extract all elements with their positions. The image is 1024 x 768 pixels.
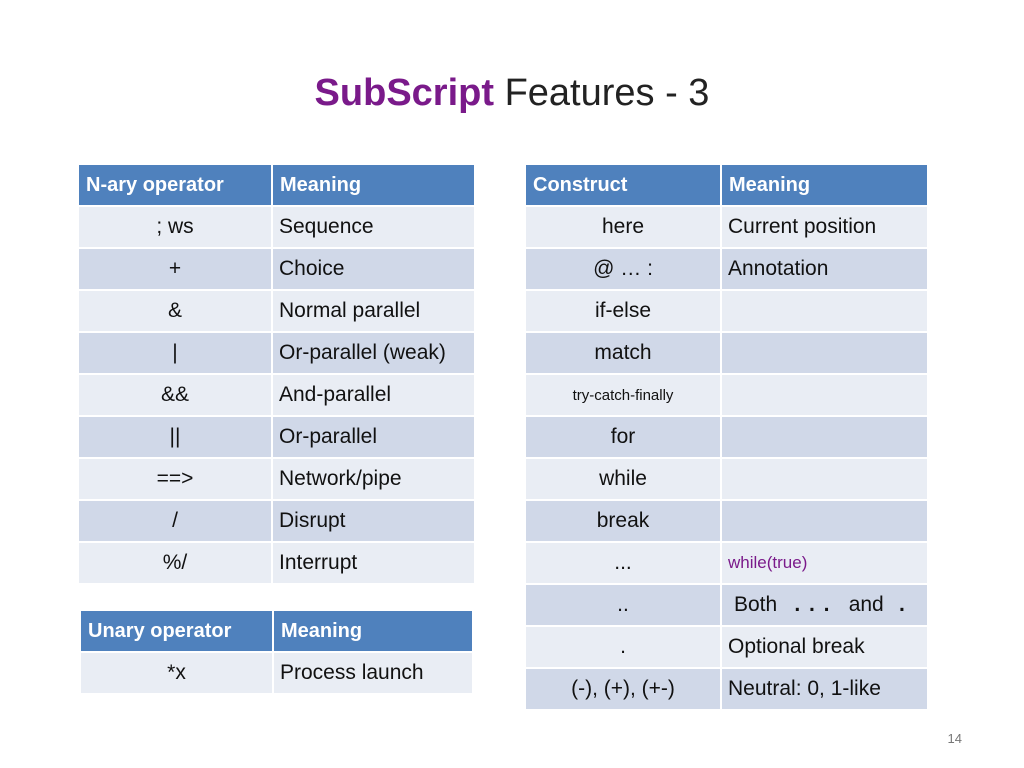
table-row: if-else	[524, 289, 929, 333]
construct-cell: ..	[524, 583, 722, 627]
operator-cell: &&	[77, 373, 273, 417]
table-row: + Choice	[77, 247, 476, 291]
meaning-cell: Process launch	[272, 651, 474, 695]
table-row: try-catch-finally	[524, 373, 929, 417]
construct-cell: while	[524, 457, 722, 501]
construct-neutral-minus: (-)	[571, 677, 593, 700]
table-row: here Current position	[524, 205, 929, 249]
operator-cell: ==>	[77, 457, 273, 501]
construct-cell: try-catch-finally	[524, 373, 722, 417]
separator: ,	[592, 677, 604, 700]
header-meaning: Meaning	[720, 163, 929, 207]
table-row: for	[524, 415, 929, 459]
table-row: . Optional break	[524, 625, 929, 669]
table-row: (-), (+), (+-) Neutral: 0, 1-like	[524, 667, 929, 711]
header-meaning: Meaning	[271, 163, 476, 207]
meaning-cell: And-parallel	[271, 373, 476, 417]
operator-cell: ; ws	[77, 205, 273, 249]
meaning-cell: Annotation	[720, 247, 929, 291]
operator-cell: &	[77, 289, 273, 333]
meaning-both: Both	[734, 592, 778, 616]
meaning-cell: Current position	[720, 205, 929, 249]
meaning-cell: Both ... and .	[720, 583, 929, 627]
meaning-cell: Or-parallel	[271, 415, 476, 459]
title-rest: Features - 3	[504, 72, 710, 114]
header-construct: Construct	[524, 163, 722, 207]
meaning-cell: Normal parallel	[271, 289, 476, 333]
construct-cell: break	[524, 499, 722, 543]
header-unary-operator: Unary operator	[79, 609, 274, 653]
construct-cell: (-), (+), (+-)	[524, 667, 722, 711]
meaning-cell: Interrupt	[271, 541, 476, 585]
operator-cell: ||	[77, 415, 273, 459]
table-row: while	[524, 457, 929, 501]
construct-cell: for	[524, 415, 722, 459]
operator-cell: *x	[79, 651, 274, 695]
construct-cell: ...	[524, 541, 722, 585]
meaning-and: and	[848, 592, 884, 616]
meaning-single-dot: .	[895, 594, 911, 618]
nary-operator-table: N-ary operator Meaning ; ws Sequence + C…	[77, 163, 476, 585]
page-number: 14	[947, 731, 962, 746]
meaning-cell	[720, 331, 929, 375]
construct-neutral-plus: (+)	[603, 677, 630, 700]
table-header-row: Construct Meaning	[524, 163, 929, 207]
table-row: match	[524, 331, 929, 375]
meaning-cell	[720, 289, 929, 333]
construct-cell: if-else	[524, 289, 722, 333]
table-header-row: N-ary operator Meaning	[77, 163, 476, 207]
separator: ,	[629, 677, 642, 700]
meaning-triple-dot: ...	[791, 594, 835, 618]
header-nary-operator: N-ary operator	[77, 163, 273, 207]
meaning-cell: Disrupt	[271, 499, 476, 543]
construct-cell: .	[524, 625, 722, 669]
table-row: || Or-parallel	[77, 415, 476, 459]
table-row: @ … : Annotation	[524, 247, 929, 291]
meaning-cell: Sequence	[271, 205, 476, 249]
construct-cell: match	[524, 331, 722, 375]
meaning-cell: Network/pipe	[271, 457, 476, 501]
slide-title: SubScript Features - 3	[0, 72, 1024, 115]
meaning-cell	[720, 415, 929, 459]
construct-cell: here	[524, 205, 722, 249]
construct-neutral-plusminus: (+-)	[641, 677, 675, 700]
table-row: *x Process launch	[79, 651, 474, 695]
table-row: break	[524, 499, 929, 543]
header-meaning: Meaning	[272, 609, 474, 653]
operator-cell: |	[77, 331, 273, 375]
meaning-cell: Optional break	[720, 625, 929, 669]
meaning-cell	[720, 499, 929, 543]
operator-cell: /	[77, 499, 273, 543]
meaning-cell: while(true)	[720, 541, 929, 585]
table-row: ==> Network/pipe	[77, 457, 476, 501]
meaning-cell	[720, 373, 929, 417]
meaning-cell: Or-parallel (weak)	[271, 331, 476, 375]
meaning-cell: Neutral: 0, 1-like	[720, 667, 929, 711]
table-row: %/ Interrupt	[77, 541, 476, 585]
table-row: & Normal parallel	[77, 289, 476, 333]
unary-operator-table: Unary operator Meaning *x Process launch	[79, 609, 474, 695]
table-row: / Disrupt	[77, 499, 476, 543]
operator-cell: %/	[77, 541, 273, 585]
meaning-cell	[720, 457, 929, 501]
title-accent: SubScript	[314, 72, 495, 114]
meaning-cell: Choice	[271, 247, 476, 291]
table-header-row: Unary operator Meaning	[79, 609, 474, 653]
table-row: ... while(true)	[524, 541, 929, 585]
table-row: && And-parallel	[77, 373, 476, 417]
table-row: ; ws Sequence	[77, 205, 476, 249]
table-row: .. Both ... and .	[524, 583, 929, 627]
construct-table: Construct Meaning here Current position …	[524, 163, 929, 711]
operator-cell: +	[77, 247, 273, 291]
table-row: | Or-parallel (weak)	[77, 331, 476, 375]
construct-cell: @ … :	[524, 247, 722, 291]
